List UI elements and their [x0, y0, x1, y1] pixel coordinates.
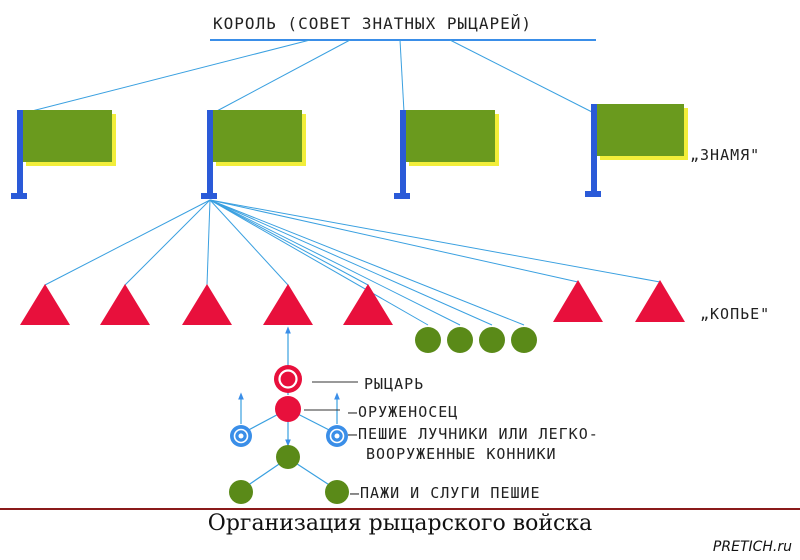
banner-1: [11, 110, 116, 199]
green-circle-icon: [229, 480, 253, 504]
link-lance-1: [44, 199, 211, 286]
flag-icon: [596, 104, 684, 156]
green-circle-icon: [479, 327, 505, 353]
flag-icon: [405, 110, 495, 162]
banner-2: [201, 110, 306, 199]
flag-base: [11, 193, 27, 199]
king-banner-links: [27, 39, 593, 113]
legend-leaders: [304, 381, 358, 411]
site-watermark[interactable]: PRETICH.ru: [712, 539, 792, 555]
flag-pole: [400, 110, 406, 196]
flag-base: [201, 193, 217, 199]
link-extra-3: [209, 199, 493, 326]
link-lance-2: [124, 199, 211, 286]
flag-icon: [212, 110, 302, 162]
extra-soldiers: [415, 327, 537, 353]
knight-node: [274, 365, 302, 393]
triangle-icon: [182, 284, 232, 325]
link-lance-5: [209, 199, 369, 286]
link-lance-3: [206, 199, 211, 286]
banner-4: [585, 104, 688, 197]
link-extra-1: [209, 199, 429, 326]
link-banner-1: [27, 39, 311, 113]
banner-label: „ЗНАМЯ": [690, 146, 761, 164]
legend-foot-soldiers-line1: –ПЕШИЕ ЛУЧНИКИ ИЛИ ЛЕГКО-: [348, 425, 599, 443]
flag-base: [394, 193, 410, 199]
triangle-icon: [553, 280, 603, 322]
king-label: КОРОЛЬ (СОВЕТ ЗНАТНЫХ РЫЦАРЕЙ): [213, 14, 532, 33]
diagram-caption: Организация рыцарского войска: [207, 511, 593, 536]
legend-foot-soldiers-line2: ВООРУЖЕННЫЕ КОННИКИ: [366, 445, 557, 463]
green-circle-icon: [276, 445, 300, 469]
flag-pole: [207, 110, 213, 196]
ring-red-icon: [274, 365, 302, 393]
link-lance-7: [209, 199, 661, 283]
legend-knight: РЫЦАРЬ: [364, 375, 425, 393]
green-circle-icon: [447, 327, 473, 353]
red-circle-icon: [275, 396, 301, 422]
green-circle-icon: [325, 480, 349, 504]
green-circle-icon: [511, 327, 537, 353]
ring-inner: [278, 369, 298, 389]
flag-pole: [591, 104, 597, 194]
triangle-icon: [263, 284, 313, 325]
link-banner-2: [214, 39, 351, 113]
legend-pages: –ПАЖИ И СЛУГИ ПЕШИЕ: [350, 484, 541, 502]
lance-label: „КОПЬЕ": [700, 305, 771, 323]
link-banner-3: [399, 39, 405, 113]
link-banner-4: [449, 39, 593, 113]
flag-base: [585, 191, 601, 197]
triangle-icon: [635, 280, 685, 322]
link-extra-4: [209, 199, 525, 326]
legend-squire: –ОРУЖЕНОСЕЦ: [348, 403, 459, 421]
flag-pole: [17, 110, 23, 196]
flag-icon: [22, 110, 112, 162]
foot-soldier-left: [230, 425, 252, 447]
triangle-icon: [343, 284, 393, 325]
banner-lance-links: [44, 199, 661, 326]
foot-soldier-right: [326, 425, 348, 447]
link-extra-2: [209, 199, 461, 326]
triangle-icon: [20, 284, 70, 325]
green-circle-icon: [415, 327, 441, 353]
banner-3: [394, 110, 499, 199]
triangle-icon: [100, 284, 150, 325]
link-lance-4: [209, 199, 289, 286]
lances: [20, 280, 685, 325]
link-lance-6: [209, 199, 579, 283]
